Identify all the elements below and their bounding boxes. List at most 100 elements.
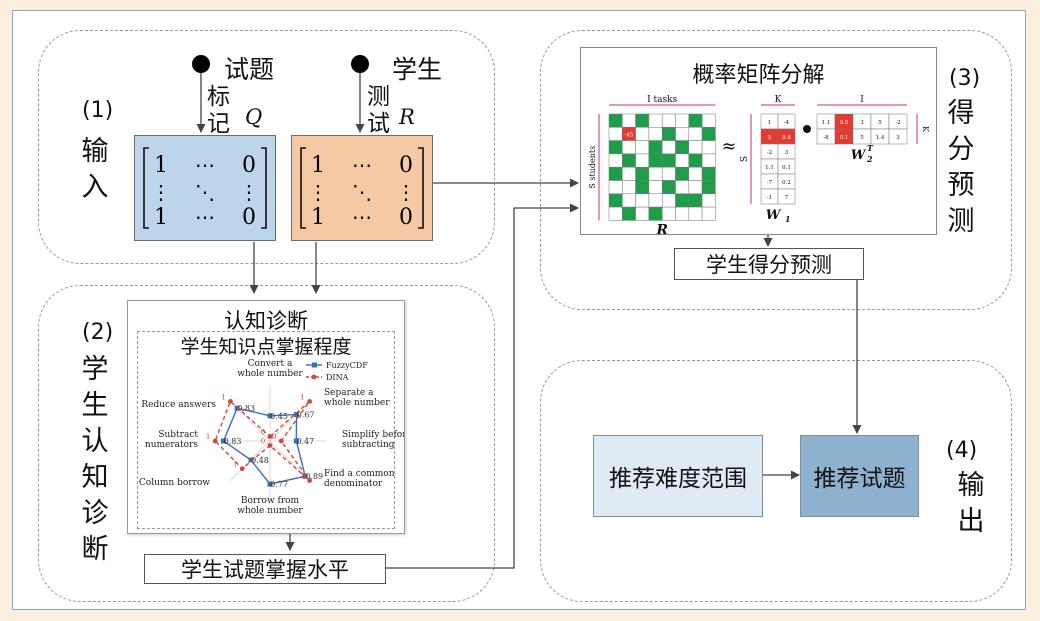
r-matrix-cell	[635, 113, 650, 128]
r-m-5: ⋱	[352, 180, 372, 204]
panel3-label-char: 得	[947, 98, 975, 129]
r-matrix-cell	[701, 113, 716, 128]
r-matrix-cell	[688, 127, 703, 141]
radar-value-label: 0.77	[270, 480, 288, 489]
w2-cell-value: 1.1	[822, 120, 831, 126]
w2-cell-value: 5	[860, 135, 864, 141]
r-matrix-cell	[675, 153, 690, 168]
panel2-label-char: 知	[81, 462, 109, 493]
r-matrix-cell	[635, 180, 650, 195]
panel4-number: (4)	[946, 438, 978, 463]
r-matrix-cell	[701, 140, 716, 155]
r-matrix: 1 ⋯ 0 ⋮ ⋱ ⋮ 1 ⋯ 0	[291, 135, 433, 241]
r-matrix-cell	[622, 180, 636, 195]
w1-name: W	[766, 208, 782, 223]
r-m-1: 1	[311, 153, 325, 178]
r-matrix-cell	[648, 166, 663, 181]
w1-cell-value: 0.1	[782, 165, 791, 171]
r-matrix-cell	[675, 206, 690, 221]
w1-cell-value: -2	[767, 150, 772, 156]
q-m-2: ⋯	[195, 153, 215, 177]
r-matrix-cell	[661, 193, 676, 208]
q-matrix-content: 1 ⋯ 0 ⋮ ⋱ ⋮ 1 ⋯ 0	[143, 147, 267, 230]
w2-cell-value: 3	[896, 135, 900, 141]
q-m-7: 1	[154, 205, 168, 230]
r-variable: R	[399, 105, 415, 129]
r-matrix-cell	[622, 153, 636, 168]
r-matrix-cell	[701, 180, 716, 195]
r-matrix-cell	[701, 153, 716, 168]
question-node-label: 试题	[224, 55, 275, 84]
panel3-label-char: 测	[947, 206, 975, 237]
panel2-label-char: 认	[81, 426, 109, 457]
w2-cell-value: -8	[823, 135, 829, 141]
radar-value-label: 0.83	[237, 404, 255, 413]
panel2-label-char: 诊	[81, 498, 109, 529]
r-rows-label: S students	[588, 146, 597, 189]
r-m-6: ⋮	[396, 180, 416, 204]
w1-cols-label: K	[775, 95, 782, 105]
radar-value-label: 0	[261, 437, 265, 445]
r-matrix-cell	[608, 153, 623, 168]
panel2-label-char: 断	[81, 534, 109, 565]
q-edge-char-1: 标	[207, 84, 230, 110]
w1-cell-value: 1.1	[765, 165, 774, 171]
q-edge-char-2: 记	[207, 111, 230, 137]
q-m-5: ⋱	[195, 180, 215, 204]
r-edge-char-2: 试	[367, 111, 390, 137]
r-m-4: ⋮	[308, 180, 328, 204]
r-matrix-cell	[608, 140, 623, 155]
panel3-label-char: 预	[947, 170, 975, 201]
w2-cell-value: 9.5	[840, 120, 849, 126]
radar-point-dina	[228, 399, 233, 404]
r-matrix-content: 1 ⋯ 0 ⋮ ⋱ ⋮ 1 ⋯ 0	[300, 147, 424, 230]
r-matrix-cell	[661, 206, 676, 221]
r-matrix-cell	[688, 166, 703, 181]
legend-marker-dina	[311, 374, 317, 380]
radar-point-fuzzycdf	[248, 457, 254, 463]
r-matrix-cell	[701, 193, 716, 208]
question-node	[192, 55, 210, 73]
r-matrix-cell	[622, 113, 636, 128]
radar-value-label: 0.89	[305, 472, 323, 481]
radar-value-label: 1	[300, 473, 304, 481]
r-matrix-cell	[701, 206, 716, 221]
q-m-1: 1	[154, 153, 168, 178]
w1-cell-value: -1	[767, 195, 772, 201]
r-matrix-cell	[688, 140, 703, 155]
recommended-items-box: 推荐试题	[800, 435, 919, 517]
r-matrix-cell	[648, 153, 663, 168]
r-m-8: ⋯	[352, 205, 372, 229]
r-m-2: ⋯	[352, 153, 372, 177]
w1-cell-value: -7	[767, 180, 773, 186]
w2-cols-label: I	[860, 95, 864, 105]
r-matrix-cell	[661, 127, 676, 141]
r-matrix-cell	[675, 166, 690, 181]
radar-point-fuzzycdf	[267, 413, 273, 419]
q-variable: Q	[245, 105, 263, 129]
radar-value-label: 0.48	[251, 456, 269, 465]
q-m-9: 0	[242, 205, 256, 230]
radar-value-label: 0	[261, 429, 265, 437]
radar-point-dina	[307, 399, 312, 404]
r-cell-value: -45	[625, 132, 634, 138]
radar-axis-label: Simplify beforesubtracting	[342, 430, 404, 450]
r-matrix-cell	[648, 193, 663, 208]
w1-cell-value: -4	[784, 120, 790, 126]
panel4-label-char: 出	[957, 506, 985, 537]
radar-point-dina	[267, 434, 273, 439]
score-prediction-box: 学生得分预测	[674, 248, 864, 280]
r-matrix-cell	[608, 193, 623, 208]
r-matrix-cell	[608, 206, 623, 221]
radar-value-label: 0.45	[270, 412, 288, 421]
w1-rows-label: S	[740, 156, 750, 162]
r-matrix-cell	[608, 113, 623, 128]
q-matrix: 1 ⋯ 0 ⋮ ⋱ ⋮ 1 ⋯ 0	[134, 135, 276, 241]
q-m-4: ⋮	[151, 180, 171, 204]
r-cell-value: 4	[654, 119, 658, 125]
r-matrix-cell	[675, 140, 690, 155]
radar-point-fuzzycdf	[267, 481, 273, 487]
